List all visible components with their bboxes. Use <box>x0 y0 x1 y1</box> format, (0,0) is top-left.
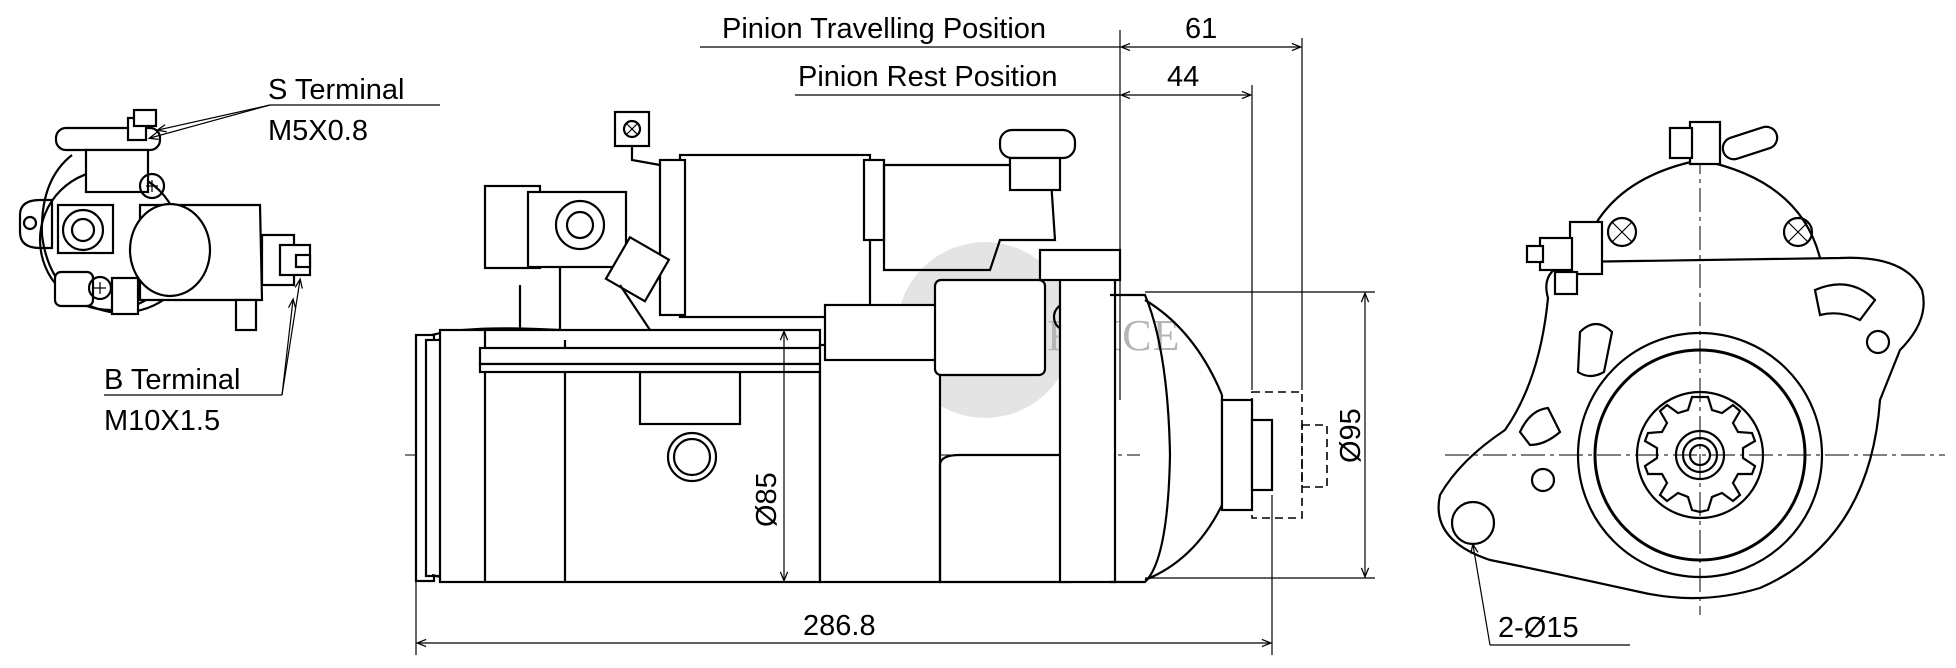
length-dim: 286.8 <box>803 610 876 642</box>
pinion-travel-dim: 61 <box>1185 13 1217 45</box>
flange-diameter-dim: Ø95 <box>1335 408 1367 463</box>
pinion-rest-label: Pinion Rest Position <box>798 61 1058 93</box>
end-view-solenoid <box>18 108 312 332</box>
length-dimension: 286.8 <box>415 495 1273 655</box>
pinion-rest-dim: 44 <box>1167 61 1199 93</box>
b-terminal-thread: M10X1.5 <box>104 405 220 437</box>
body-diameter-dim: Ø85 <box>751 472 783 527</box>
flange-diameter-dimension: Ø95 <box>1145 291 1375 579</box>
s-terminal-thread: M5X0.8 <box>268 115 368 147</box>
b-terminal-callout: B Terminal M10X1.5 <box>104 280 300 437</box>
holes-label: 2-Ø15 <box>1498 612 1579 644</box>
b-terminal-label: B Terminal <box>104 364 240 396</box>
s-terminal-callout: S Terminal M5X0.8 <box>150 74 440 147</box>
body-diameter-dimension: Ø85 <box>751 332 784 580</box>
pinion-dimensions: Pinion Travelling Position Pinion Rest P… <box>700 13 1303 400</box>
end-view-drive: 2-Ø15 <box>1437 120 1945 646</box>
side-view <box>405 110 1328 584</box>
pinion-gear <box>1643 395 1757 514</box>
pinion-travelling-label: Pinion Travelling Position <box>722 13 1046 45</box>
s-terminal-label: S Terminal <box>268 74 404 106</box>
